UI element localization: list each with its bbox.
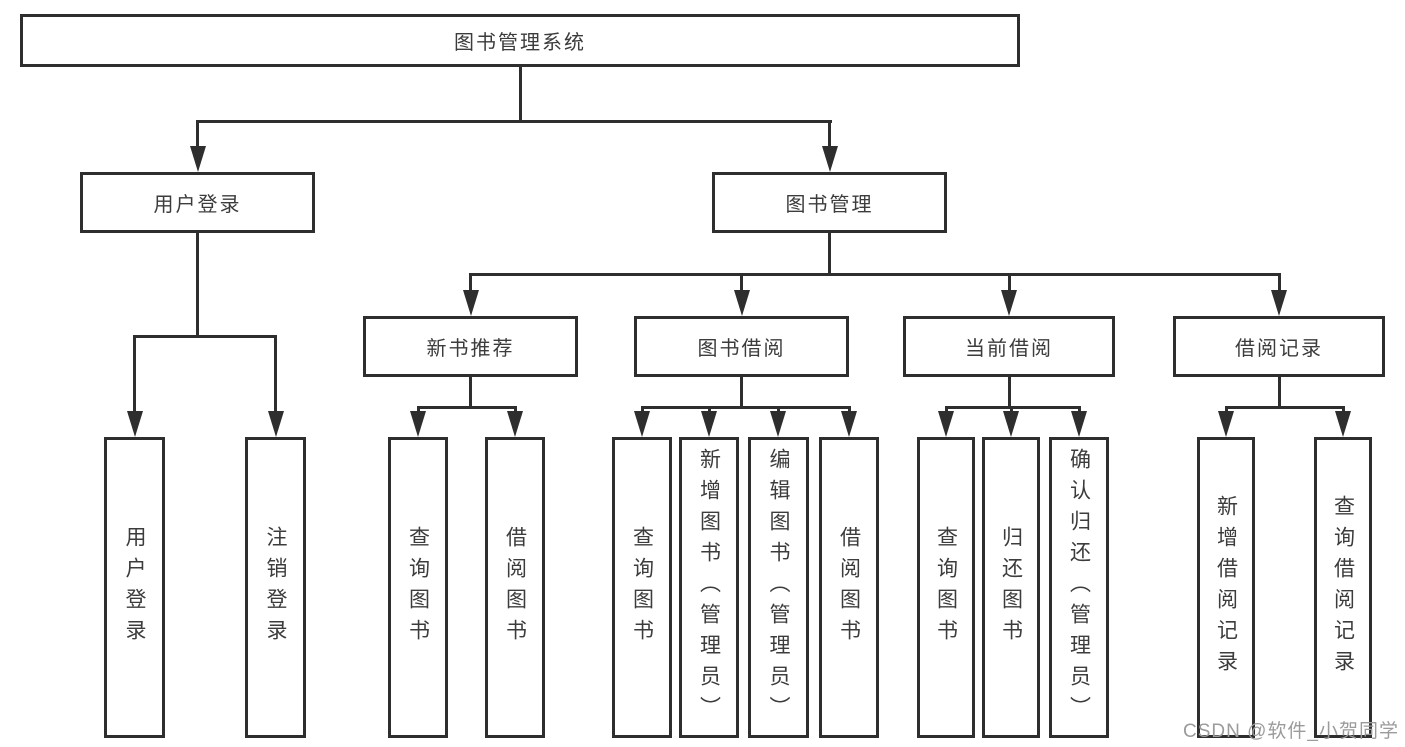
node-label: 用户登录 xyxy=(153,194,242,216)
connector-stem xyxy=(945,406,948,413)
connector-borrow-stub xyxy=(740,376,743,408)
node-label: 注销登录 xyxy=(264,525,287,650)
connector-stem xyxy=(514,406,517,413)
node-leaf-query-books-recommend: 查询图书 xyxy=(388,437,448,738)
connector-stem xyxy=(1078,406,1081,413)
arrowhead-icon xyxy=(734,290,750,316)
connector-newbook-branch xyxy=(417,406,517,409)
connector-stem xyxy=(848,406,851,413)
connector-level3-branch xyxy=(469,273,1281,276)
connector-stem xyxy=(1342,406,1345,413)
node-root-system: 图书管理系统 xyxy=(20,14,1020,67)
node-leaf-borrow-books: 借阅图书 xyxy=(819,437,879,738)
connector-stem xyxy=(777,406,780,413)
connector-current-branch xyxy=(945,406,1081,409)
connector-stem xyxy=(469,273,472,292)
node-label: 编辑图书（管理员） xyxy=(767,448,790,727)
arrowhead-icon xyxy=(507,411,523,437)
node-label: 借阅图书 xyxy=(837,525,861,650)
node-borrowing-records: 借阅记录 xyxy=(1173,316,1385,377)
node-leaf-logout: 注销登录 xyxy=(245,437,306,738)
connector-current-stub xyxy=(1008,376,1011,408)
node-leaf-query-books-current: 查询图书 xyxy=(917,437,975,738)
node-label: 用户登录 xyxy=(123,525,146,650)
connector-stem xyxy=(828,120,831,148)
arrowhead-icon xyxy=(1218,411,1234,437)
node-leaf-return-book: 归还图书 xyxy=(982,437,1040,738)
node-label: 借阅记录 xyxy=(1235,338,1323,360)
node-label: 新增借阅记录 xyxy=(1214,494,1238,681)
node-leaf-query-borrow-record: 查询借阅记录 xyxy=(1314,437,1372,738)
node-current-borrowing: 当前借阅 xyxy=(903,316,1115,377)
node-label: 图书管理系统 xyxy=(454,32,586,54)
arrowhead-icon xyxy=(1001,290,1017,316)
node-leaf-user-login: 用户登录 xyxy=(104,437,165,738)
arrowhead-icon xyxy=(1271,290,1287,316)
node-label: 当前借阅 xyxy=(965,338,1053,360)
node-leaf-confirm-return-admin: 确认归还（管理员） xyxy=(1049,437,1109,738)
node-new-book-recommend: 新书推荐 xyxy=(363,316,578,377)
connector-borrow-branch xyxy=(641,406,851,409)
connector-stem xyxy=(708,406,711,413)
arrowhead-icon xyxy=(410,411,426,437)
node-label: 查询图书 xyxy=(934,525,958,650)
connector-stem xyxy=(1010,406,1013,413)
arrowhead-icon xyxy=(463,290,479,316)
node-book-borrowing: 图书借阅 xyxy=(634,316,849,377)
arrowhead-icon xyxy=(822,146,838,172)
arrowhead-icon xyxy=(268,411,284,437)
connector-newbook-stub xyxy=(469,376,472,408)
node-label: 借阅图书 xyxy=(503,525,527,650)
arrowhead-icon xyxy=(1071,411,1087,437)
arrowhead-icon xyxy=(127,411,143,437)
connector-level2-branch xyxy=(196,120,832,123)
connector-root-stub xyxy=(519,66,522,123)
connector-stem xyxy=(274,335,277,413)
node-user-login: 用户登录 xyxy=(80,172,315,233)
node-label: 新增图书（管理员） xyxy=(697,448,721,727)
node-label: 查询图书 xyxy=(406,525,430,650)
connector-records-stub xyxy=(1278,376,1281,408)
arrowhead-icon xyxy=(1335,411,1351,437)
connector-stem xyxy=(1225,406,1228,413)
connector-stem xyxy=(1008,273,1011,292)
arrowhead-icon xyxy=(634,411,650,437)
connector-userlogin-branch xyxy=(133,335,277,338)
connector-userlogin-stub xyxy=(196,232,199,338)
arrowhead-icon xyxy=(1003,411,1019,437)
arrowhead-icon xyxy=(770,411,786,437)
connector-stem xyxy=(196,120,199,148)
node-label: 图书借阅 xyxy=(697,338,786,360)
connector-records-branch xyxy=(1225,406,1345,409)
node-label: 图书管理 xyxy=(785,194,874,216)
arrowhead-icon xyxy=(841,411,857,437)
node-label: 查询借阅记录 xyxy=(1331,494,1355,681)
connector-bookmgmt-stub xyxy=(828,232,831,276)
connector-stem xyxy=(133,335,136,413)
node-book-management: 图书管理 xyxy=(712,172,947,233)
node-leaf-borrow-books-recommend: 借阅图书 xyxy=(485,437,545,738)
connector-stem xyxy=(1278,273,1281,292)
node-label: 新书推荐 xyxy=(426,338,515,360)
node-label: 确认归还（管理员） xyxy=(1067,448,1091,727)
node-leaf-add-book-admin: 新增图书（管理员） xyxy=(679,437,739,738)
node-leaf-add-borrow-record: 新增借阅记录 xyxy=(1197,437,1255,738)
arrowhead-icon xyxy=(190,146,206,172)
watermark: CSDN @软件_小贺同学 xyxy=(1183,721,1399,742)
node-label: 归还图书 xyxy=(999,525,1023,650)
arrowhead-icon xyxy=(701,411,717,437)
node-leaf-query-books-borrow: 查询图书 xyxy=(612,437,672,738)
node-label: 查询图书 xyxy=(630,525,654,650)
connector-stem xyxy=(417,406,420,413)
connector-stem xyxy=(641,406,644,413)
arrowhead-icon xyxy=(938,411,954,437)
node-leaf-edit-book-admin: 编辑图书（管理员） xyxy=(748,437,809,738)
connector-stem xyxy=(740,273,743,292)
